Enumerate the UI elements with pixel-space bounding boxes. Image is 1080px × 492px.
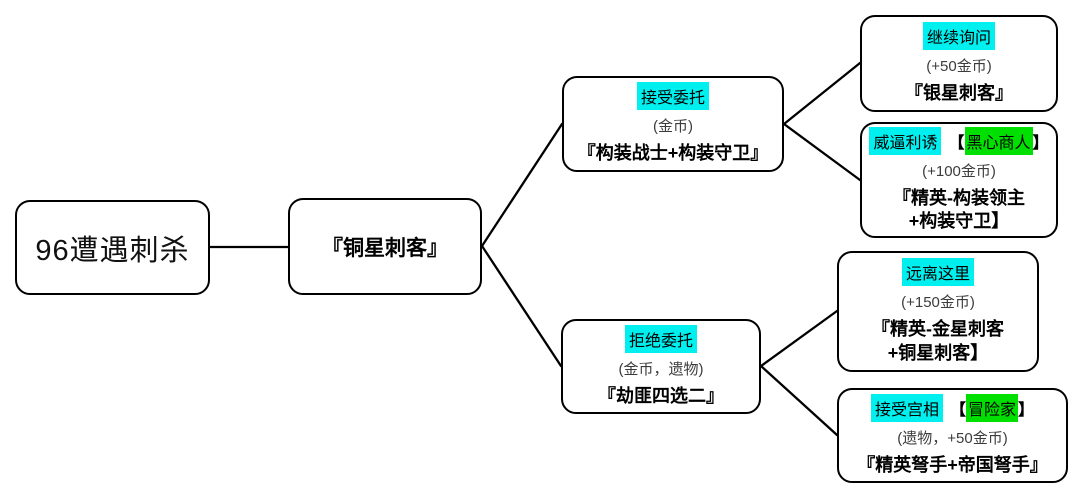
trait-bracket-close: 】: [1032, 134, 1049, 152]
choice-action-line: 威逼利诱 【 黑心商人 】: [869, 126, 1049, 155]
result-label: 『构装战士+构装守卫』: [577, 143, 769, 164]
connector-line: [782, 122, 862, 182]
reward-label: (+50金币): [926, 57, 992, 75]
node-continue-asking: 继续询问 (+50金币) 『银星刺客』: [860, 15, 1058, 112]
reward-label: (遗物，+50金币): [897, 429, 1008, 447]
choice-action-line: 继续询问: [922, 21, 995, 50]
node-event-root: 96遭遇刺杀: [15, 200, 210, 295]
result-label: 『精英-金星刺客+铜星刺客】: [872, 319, 1004, 363]
connector-line: [782, 61, 862, 126]
connector-line: [480, 122, 564, 248]
trait-bracket-open: 【: [948, 134, 965, 152]
encounter-label: 『铜星刺客』: [322, 236, 448, 260]
reward-label: (+100金币): [922, 162, 996, 180]
node-keep-away: 远离这里 (+150金币) 『精英-金星刺客+铜星刺客】: [837, 251, 1039, 372]
result-label: 『银星刺客』: [905, 82, 1013, 103]
reward-label: (金币): [653, 118, 693, 136]
node-encounter: 『铜星刺客』: [288, 198, 482, 295]
reward-label: (+150金币): [901, 294, 975, 312]
choice-action-line: 拒绝委托: [624, 324, 697, 353]
trait-bracket-open: 【: [949, 401, 966, 419]
choice-action-line: 远离这里: [901, 258, 974, 287]
node-accept-minister: 接受宫相 【 冒险家 】 (遗物，+50金币) 『精英弩手+帝国弩手』: [837, 388, 1068, 483]
node-refuse-commission: 拒绝委托 (金币，遗物) 『劫匪四选二』: [561, 319, 761, 414]
trait-bracket-close: 】: [1018, 401, 1035, 419]
trait-label: 冒险家: [966, 393, 1019, 422]
connector-line: [759, 309, 839, 368]
action-label: 继续询问: [922, 21, 995, 50]
action-label: 接受委托: [636, 82, 709, 111]
choice-action-line: 接受宫相 【 冒险家 】: [870, 393, 1035, 422]
action-label: 威逼利诱: [869, 126, 942, 155]
event-title: 96遭遇刺杀: [35, 234, 190, 267]
node-intimidate-lure: 威逼利诱 【 黑心商人 】 (+100金币) 『精英-构装领主+构装守卫】: [860, 122, 1058, 238]
action-label: 远离这里: [901, 258, 974, 287]
node-accept-commission: 接受委托 (金币) 『构装战士+构装守卫』: [562, 76, 784, 172]
result-label: 『精英-构装领主+构装守卫】: [893, 187, 1025, 231]
choice-action-line: 接受委托: [636, 82, 709, 111]
reward-label: (金币，遗物): [618, 360, 704, 378]
connector-line: [480, 244, 563, 368]
trait-label: 黑心商人: [964, 126, 1033, 155]
action-label: 拒绝委托: [624, 324, 697, 353]
result-label: 『劫匪四选二』: [598, 385, 724, 406]
action-label: 接受宫相: [870, 393, 943, 422]
connector-line: [759, 364, 839, 437]
result-label: 『精英弩手+帝国弩手』: [857, 454, 1048, 475]
